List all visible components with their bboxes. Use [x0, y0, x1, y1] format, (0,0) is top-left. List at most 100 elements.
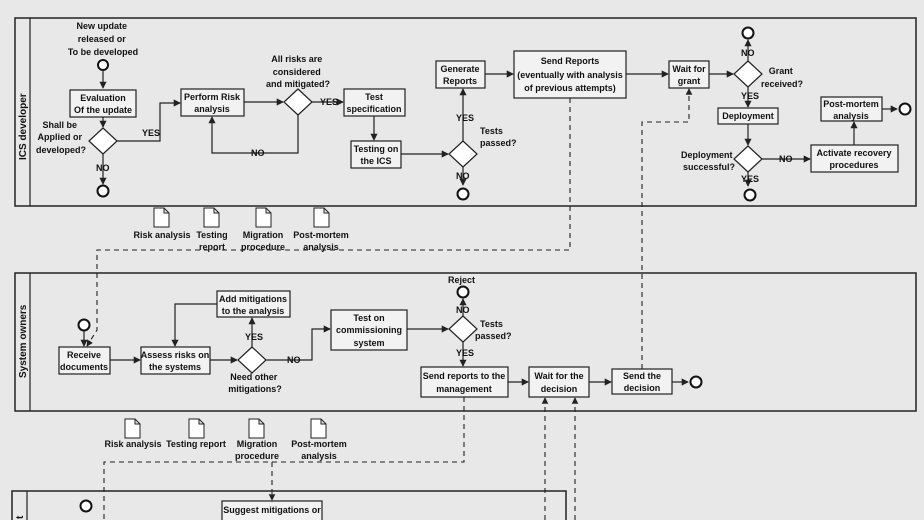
no-label: NO: [741, 48, 755, 58]
yes-label: YES: [320, 97, 338, 107]
end-event-dev-1: [96, 184, 110, 198]
doc-icon: [124, 418, 141, 439]
lane-label-third: t: [15, 515, 26, 519]
grant-received-label: Grant received?: [761, 66, 803, 89]
no-label: NO: [287, 355, 301, 365]
doc-icon: [310, 418, 327, 439]
svg-text:Deployment: Deployment: [722, 111, 774, 121]
need-other-label: Need other mitigations?: [228, 372, 282, 394]
owners-tests-gateway: [448, 315, 478, 343]
start-event-dev: [97, 59, 109, 71]
svg-text:Suggest mitigations or: Suggest mitigations or: [223, 505, 321, 515]
lane-third: t: [11, 490, 567, 520]
start-event-third: [79, 499, 93, 513]
doc-icon: [188, 418, 205, 439]
yes-label: YES: [456, 348, 474, 358]
owners-tests-label: Tests passed?: [475, 319, 512, 341]
lane-label-developer: ICS developer: [18, 93, 29, 160]
no-label: NO: [779, 154, 793, 164]
yes-label: YES: [142, 128, 160, 138]
yes-label: YES: [741, 91, 759, 101]
yes-label: YES: [741, 174, 759, 184]
reject-event: [456, 285, 470, 299]
start-event-label: New update released or To be developed: [68, 21, 138, 57]
reject-label: Reject: [448, 275, 475, 285]
end-event-dev-2: [456, 187, 470, 201]
start-event-owners: [77, 318, 91, 332]
doc-risk-analysis: Risk analysis: [133, 230, 190, 240]
doc-icon: [153, 207, 170, 228]
end-event-owners: [689, 375, 703, 389]
doc-risk-analysis: Risk analysis: [104, 439, 161, 449]
no-label: NO: [96, 163, 110, 173]
lane-system-owners: System owners: [14, 272, 917, 412]
tests-passed-gateway: [448, 140, 478, 168]
all-risks-gateway: [283, 88, 313, 116]
lane-label-owners: System owners: [18, 304, 29, 378]
flow-reports-to-owners: [86, 98, 571, 347]
end-event-dev-3: [741, 26, 755, 40]
doc-icon: [313, 207, 330, 228]
flow-decision-to-dev: [641, 88, 693, 369]
deployment-task[interactable]: Deployment: [717, 107, 779, 125]
deployment-success-gateway: [733, 145, 763, 173]
lane-ics-developer: ICS developer: [14, 17, 917, 207]
end-event-dev-5: [898, 102, 912, 116]
all-risks-label: All risks are considered and mitigated?: [266, 54, 330, 89]
doc-icon: [248, 418, 265, 439]
yes-label: YES: [456, 113, 474, 123]
doc-icon: [203, 207, 220, 228]
grant-received-gateway: [733, 60, 763, 88]
shall-be-label: Shall be Applied or developed?: [36, 120, 86, 155]
no-label: NO: [456, 305, 470, 315]
doc-icon: [255, 207, 272, 228]
shall-be-gateway: [88, 127, 118, 155]
need-other-gateway: [237, 346, 267, 374]
deployment-success-label: Deployment successful?: [681, 150, 735, 172]
tests-passed-label: Tests passed?: [480, 126, 517, 148]
yes-label: YES: [245, 332, 263, 342]
doc-testing-report: Testing report: [166, 439, 226, 449]
no-label: NO: [456, 171, 470, 181]
suggest-mitigations-task[interactable]: Suggest mitigations or: [221, 500, 323, 520]
no-label: NO: [251, 148, 265, 158]
